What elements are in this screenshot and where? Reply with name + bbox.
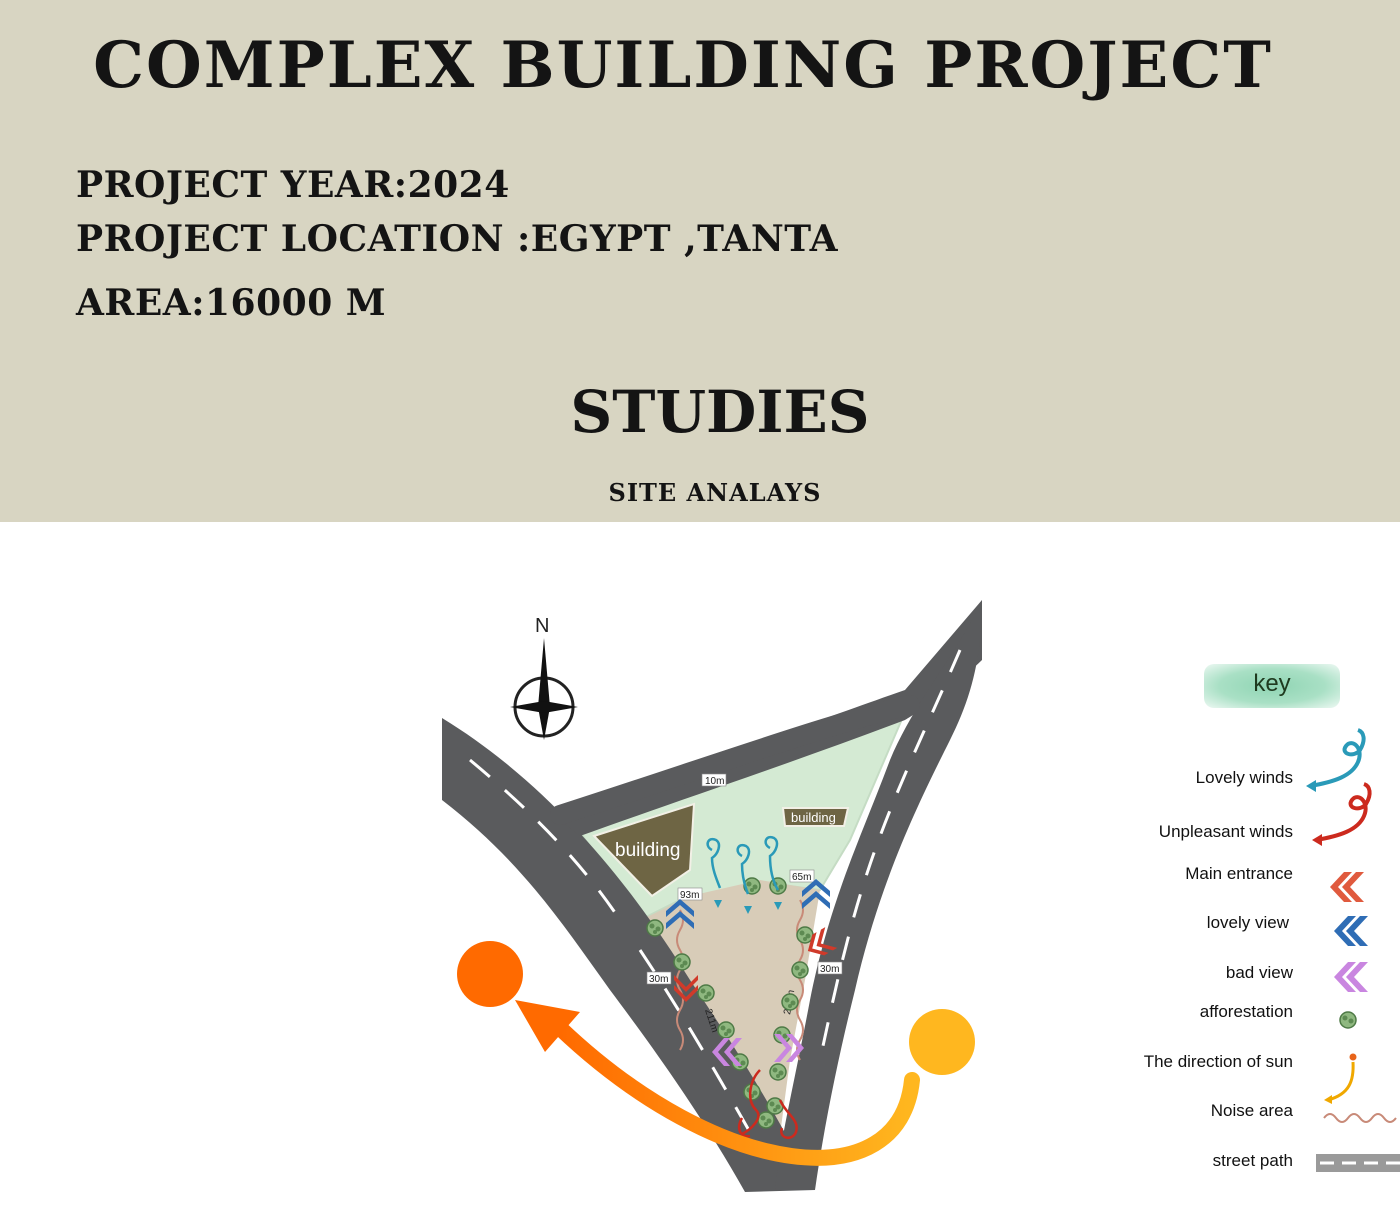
legend-lovely-view-label: lovely view — [1206, 913, 1289, 932]
legend-lovely-winds-label: Lovely winds — [1195, 768, 1293, 787]
sun-direction-icon — [1324, 1053, 1357, 1104]
project-year: PROJECT YEAR:2024 — [76, 164, 510, 206]
sunset-circle — [457, 941, 523, 1007]
north-label: N — [535, 615, 549, 637]
legend-noise-area-label: Noise area — [1210, 1101, 1293, 1120]
site-plan-diagram: building building 10m 93m 65m 30m 211m 2… — [442, 600, 982, 1192]
noise-area-icon — [1323, 1113, 1397, 1123]
bad-view-icon — [1334, 962, 1368, 992]
section-title: STUDIES — [570, 378, 870, 446]
building-large-label: building — [615, 840, 681, 861]
unpleasant-winds-icon — [1312, 782, 1372, 846]
street-path-icon — [1316, 1154, 1400, 1172]
building-large — [592, 802, 696, 898]
main-entrance-icon — [1330, 872, 1364, 902]
project-area: AREA:16000 M — [76, 282, 387, 324]
legend-unpleasant-winds-label: Unpleasant winds — [1158, 822, 1293, 841]
sunrise-circle — [909, 1009, 975, 1075]
legend-street-path-label: street path — [1212, 1151, 1293, 1170]
left-road — [442, 718, 815, 1192]
right-road — [775, 600, 982, 1190]
building-small — [781, 807, 850, 827]
subsection-title: SITE ANALAYS — [608, 478, 822, 507]
legend-title: key — [1253, 670, 1291, 697]
legend-bad-view-label: bad view — [1225, 963, 1293, 982]
lovely-view-icon — [1334, 916, 1368, 946]
legend-key-badge: key — [1204, 664, 1340, 708]
lovely-winds-arrows — [706, 835, 780, 895]
project-location: PROJECT LOCATION :EGYPT ,TANTA — [76, 218, 839, 260]
noise-area-right — [796, 899, 804, 1061]
header-banner: COMPLEX BUILDING PROJECT PROJECT YEAR:20… — [0, 0, 1400, 522]
afforestation-icon — [1339, 1011, 1357, 1029]
site-zone — [645, 880, 820, 1150]
dim-inner-right: 65m — [792, 872, 811, 883]
dim-right-road: 30m — [820, 964, 839, 975]
legend-afforestation-label: afforestation — [1199, 1002, 1293, 1021]
legend-sun-direction-label: The direction of sun — [1143, 1052, 1293, 1071]
north-compass-icon: N — [510, 615, 578, 740]
dim-top: 10m — [705, 776, 724, 787]
sun-path-arrow — [552, 1020, 920, 1166]
building-small-label: building — [791, 810, 836, 825]
lovely-winds-icon — [1306, 728, 1366, 792]
legend-main-entrance-label: Main entrance — [1185, 864, 1293, 883]
dim-inner-left: 93m — [680, 890, 699, 901]
sun-path-arrowhead — [515, 1000, 580, 1052]
page-title: COMPLEX BUILDING PROJECT — [93, 28, 1273, 103]
dim-left-road: 30m — [649, 974, 668, 985]
unpleasant-winds-arrows — [738, 1069, 798, 1140]
